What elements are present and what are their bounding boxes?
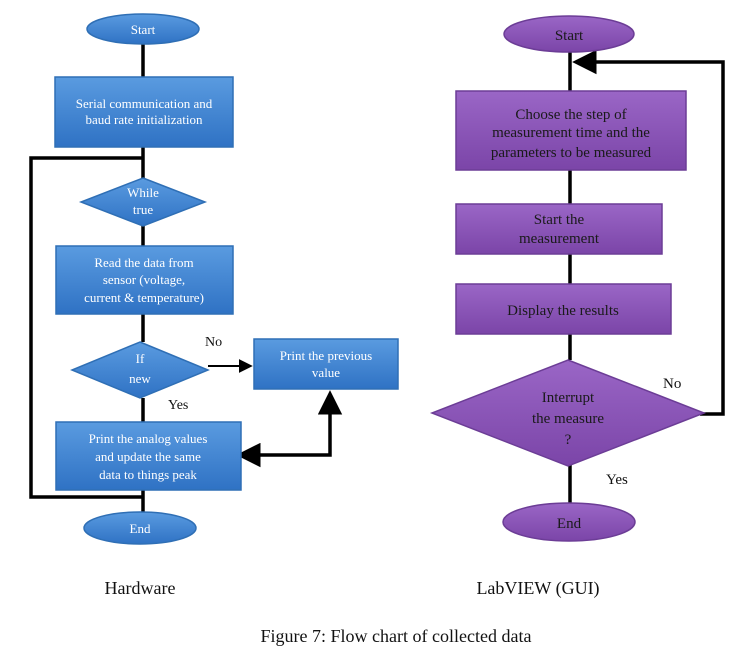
hw-read-process [55,245,234,315]
labview-flowchart: Start Choose the step of measurement tim… [429,15,725,542]
hw-print-previous-line-2: value [312,365,340,380]
hw-init-process [54,76,234,148]
hw-print-values-line-3: data to things peak [99,467,197,482]
lv-choose-line-2: measurement time and the [492,125,650,141]
hw-read-line-1: Read the data from [94,255,193,270]
hw-read-line-2: sensor (voltage, [103,272,185,287]
hw-read-line-3: current & temperature) [84,290,204,305]
lv-start-measurement-line-1: Start the [534,212,585,228]
lv-choose-process [455,90,687,171]
hw-print-values-line-2: and update the same [95,449,201,464]
hw-end-label: End [130,521,151,536]
labview-title: LabVIEW (GUI) [476,578,599,599]
hardware-flowchart: Start Serial communication and baud rate… [29,13,399,545]
hw-init-line-1: Serial communication and [76,96,213,111]
lv-interrupt-line-2: the measure [532,411,604,427]
hw-no-label: No [205,335,222,350]
hw-loop-line-2: true [133,202,153,217]
hw-yes-label: Yes [168,398,188,413]
lv-interrupt-line-1: Interrupt [542,390,595,406]
hardware-connectors [29,42,145,512]
hw-print-values-line-1: Print the analog values [89,431,208,446]
hw-loop-decision [78,177,208,227]
hw-loop-line-1: While [127,185,159,200]
lv-no-label: No [663,376,681,392]
hw-new-line-1: If [136,351,145,366]
hw-start-label: Start [131,22,156,37]
lv-choose-line-1: Choose the step of [515,107,626,123]
lv-display-label: Display the results [507,303,619,319]
figure-caption: Figure 7: Flow chart of collected data [261,626,532,646]
lv-start-measurement-process [455,203,663,255]
lv-start-terminal [503,15,635,53]
lv-start-measurement-line-2: measurement [519,231,600,247]
connector-loop-back [29,156,143,499]
hw-print-values-process [55,421,242,491]
hw-new-line-2: new [129,371,151,386]
lv-yes-label: Yes [606,472,628,488]
hw-new-decision [70,341,210,399]
lv-interrupt-line-3: ? [565,432,572,448]
arrow-lv-no-loop [572,49,725,416]
lv-end-label: End [557,516,582,532]
hw-end-terminal [83,511,197,545]
hw-print-previous-line-1: Print the previous [280,348,372,363]
lv-end-terminal [502,502,636,542]
hw-print-previous-process [253,338,399,390]
hardware-title: Hardware [105,578,176,598]
arrow-print-values-previous [236,390,343,468]
lv-choose-line-3: parameters to be measured [491,145,652,161]
hw-init-line-2: baud rate initialization [86,112,203,127]
lv-display-process [455,283,672,335]
hw-start-terminal [86,13,200,45]
lv-interrupt-decision [429,359,707,467]
lv-start-label: Start [555,28,584,44]
